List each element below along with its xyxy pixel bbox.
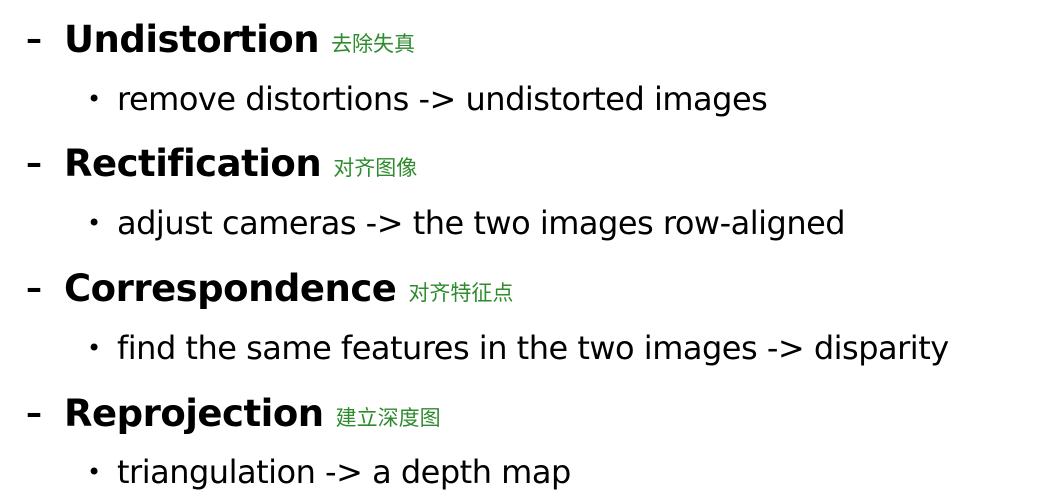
detail-reprojection: • triangulation -> a depth map — [87, 450, 571, 494]
dash-marker: – — [26, 20, 42, 58]
heading-reprojection: – Reprojection 建立深度图 — [26, 388, 441, 438]
heading-text: Rectification — [64, 141, 322, 185]
detail-text: adjust cameras -> the two images row-ali… — [117, 204, 846, 242]
chinese-gloss: 对齐特征点 — [408, 281, 514, 305]
chinese-gloss: 对齐图像 — [333, 156, 418, 180]
chinese-gloss: 建立深度图 — [335, 406, 441, 430]
detail-text: find the same features in the two images… — [117, 329, 949, 367]
bullet-marker: • — [87, 85, 102, 113]
bullet-marker: • — [87, 458, 102, 486]
heading-text: Undistortion — [64, 17, 320, 61]
detail-text: remove distortions -> undistorted images — [117, 80, 768, 118]
bullet-marker: • — [87, 334, 102, 362]
heading-text: Correspondence — [64, 266, 397, 310]
chinese-gloss: 去除失真 — [331, 32, 416, 56]
dash-marker: – — [26, 269, 42, 307]
heading-undistortion: – Undistortion 去除失真 — [26, 14, 415, 64]
detail-rectification: • adjust cameras -> the two images row-a… — [87, 201, 846, 245]
detail-correspondence: • find the same features in the two imag… — [87, 326, 949, 370]
dash-marker: – — [26, 144, 42, 182]
bullet-marker: • — [87, 209, 102, 237]
detail-undistortion: • remove distortions -> undistorted imag… — [87, 77, 768, 121]
heading-text: Reprojection — [64, 391, 324, 435]
detail-text: triangulation -> a depth map — [117, 453, 571, 491]
heading-rectification: – Rectification 对齐图像 — [26, 138, 417, 188]
dash-marker: – — [26, 394, 42, 432]
heading-correspondence: – Correspondence 对齐特征点 — [26, 263, 513, 313]
